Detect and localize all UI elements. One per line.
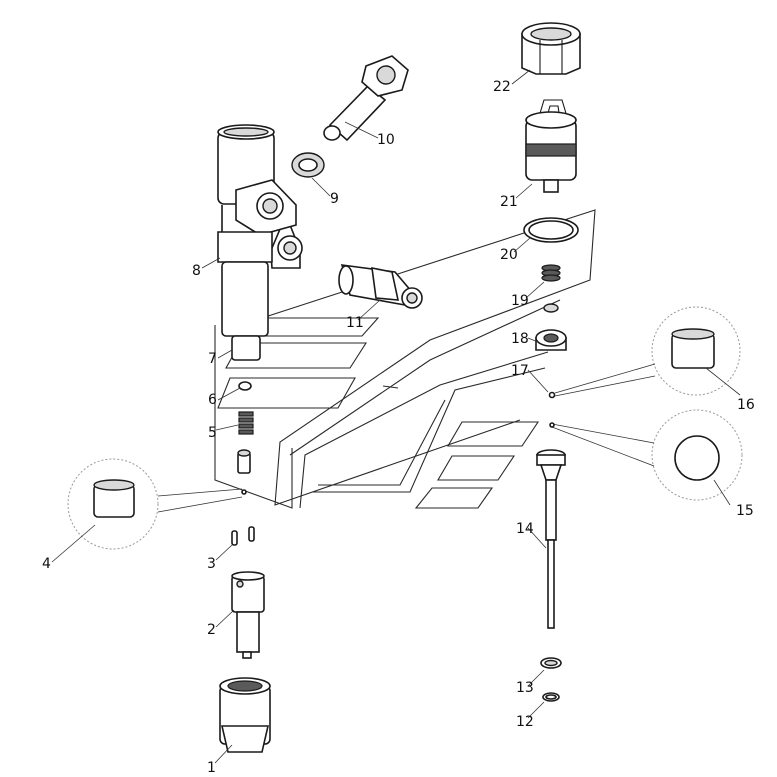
part-number-labels: 1 2 3 4 5 6 7 8 9 10 11 12 13 14 15 16 1… (42, 79, 755, 776)
label-part-14: 14 (516, 521, 534, 537)
needle-spring-part (238, 411, 254, 435)
label-part-4: 4 (42, 556, 51, 572)
label-part-5: 5 (208, 425, 217, 441)
label-part-3: 3 (207, 556, 216, 572)
fitting-part (338, 264, 423, 309)
injector-body-part (217, 124, 303, 361)
seal-ring-part (542, 692, 560, 702)
label-part-10: 10 (377, 132, 395, 148)
nozzle-part (231, 571, 265, 659)
callout-detail-15 (549, 409, 743, 501)
dowel-pins-part (231, 526, 255, 546)
o-ring-part (523, 217, 579, 243)
label-part-7: 7 (208, 351, 217, 367)
label-part-19: 19 (511, 293, 529, 309)
label-leaders (51, 69, 741, 764)
label-part-21: 21 (500, 194, 518, 210)
label-part-18: 18 (511, 331, 529, 347)
solenoid-valve-part (525, 99, 577, 193)
label-part-20: 20 (500, 247, 518, 263)
label-part-22: 22 (493, 79, 511, 95)
cap-nut-part (521, 22, 581, 75)
label-part-6: 6 (208, 392, 217, 408)
valve-stem-part (536, 449, 566, 629)
shim-disc-part (238, 381, 252, 391)
label-part-15: 15 (736, 503, 754, 519)
label-part-9: 9 (330, 191, 339, 207)
callout-detail-4 (67, 458, 247, 550)
label-part-13: 13 (516, 680, 534, 696)
connector-rod-part (323, 55, 409, 142)
label-part-16: 16 (737, 397, 755, 413)
label-part-2: 2 (207, 622, 216, 638)
callout-detail-16 (554, 306, 741, 397)
label-part-11: 11 (346, 315, 364, 331)
label-part-17: 17 (511, 363, 529, 379)
armature-part (535, 303, 567, 351)
spacer-sleeve-part (237, 449, 251, 474)
label-part-8: 8 (192, 263, 201, 279)
exploded-view-panels (214, 209, 596, 509)
washer-part (291, 152, 325, 178)
ball-part (548, 391, 556, 399)
label-part-12: 12 (516, 714, 534, 730)
valve-spring-part (541, 264, 561, 282)
label-part-1: 1 (207, 760, 216, 776)
nozzle-nut-part (219, 677, 271, 753)
shim-ring-part (540, 657, 562, 669)
